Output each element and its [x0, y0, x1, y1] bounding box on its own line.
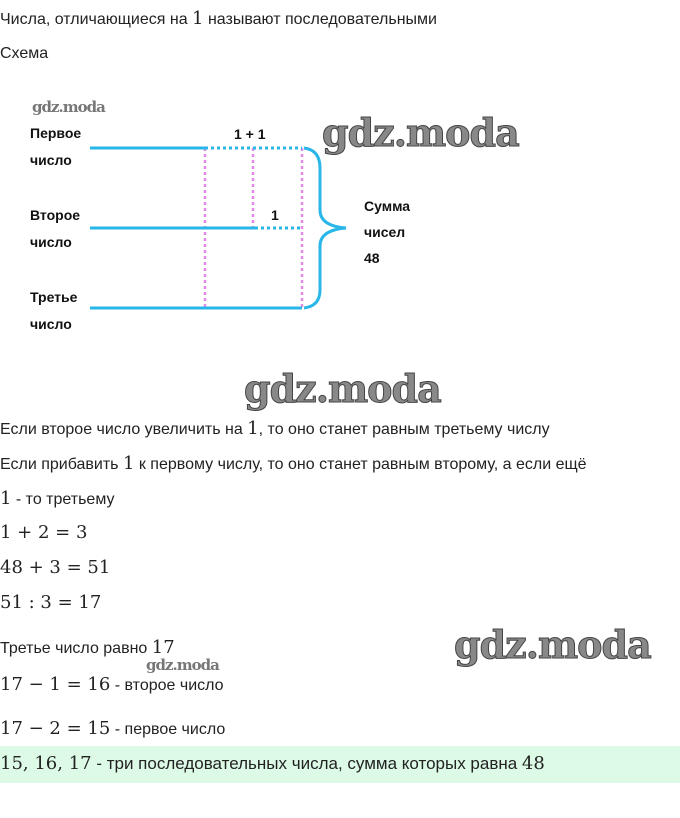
scheme-title: Схема — [0, 45, 49, 62]
text-line: Если второе число увеличить на 1, то оно… — [0, 418, 550, 439]
text-line: 17 − 1 = 16 - второе число — [0, 674, 224, 695]
watermark: gdz.moda — [146, 656, 220, 674]
equation: 48 + 3 = 51 — [0, 557, 111, 578]
answer-highlight — [0, 746, 680, 783]
equation: 1 + 2 = 3 — [0, 522, 88, 543]
text-line: 1 - то третьему — [0, 488, 115, 509]
watermark: gdz.moda — [32, 98, 106, 116]
answer-line: 15, 16, 17 - три последовательных числа,… — [0, 753, 545, 774]
equation: 51 : 3 = 17 — [0, 592, 102, 613]
watermark: gdz.moda — [322, 110, 521, 156]
first-extra-label: 1 + 1 — [234, 126, 266, 142]
watermark: gdz.moda — [454, 622, 653, 668]
text-line: Если прибавить 1 к первому числу, то оно… — [0, 453, 587, 474]
watermark: gdz.moda — [244, 366, 443, 412]
text-line: 17 − 2 = 15 - первое число — [0, 718, 226, 739]
text-line: Третье число равно 17 — [0, 637, 175, 658]
diagram-lines — [90, 146, 347, 310]
second-extra-label: 1 — [271, 207, 279, 223]
brace — [303, 146, 347, 310]
intro-text: Числа, отличающиеся на 1 называют послед… — [0, 8, 437, 29]
